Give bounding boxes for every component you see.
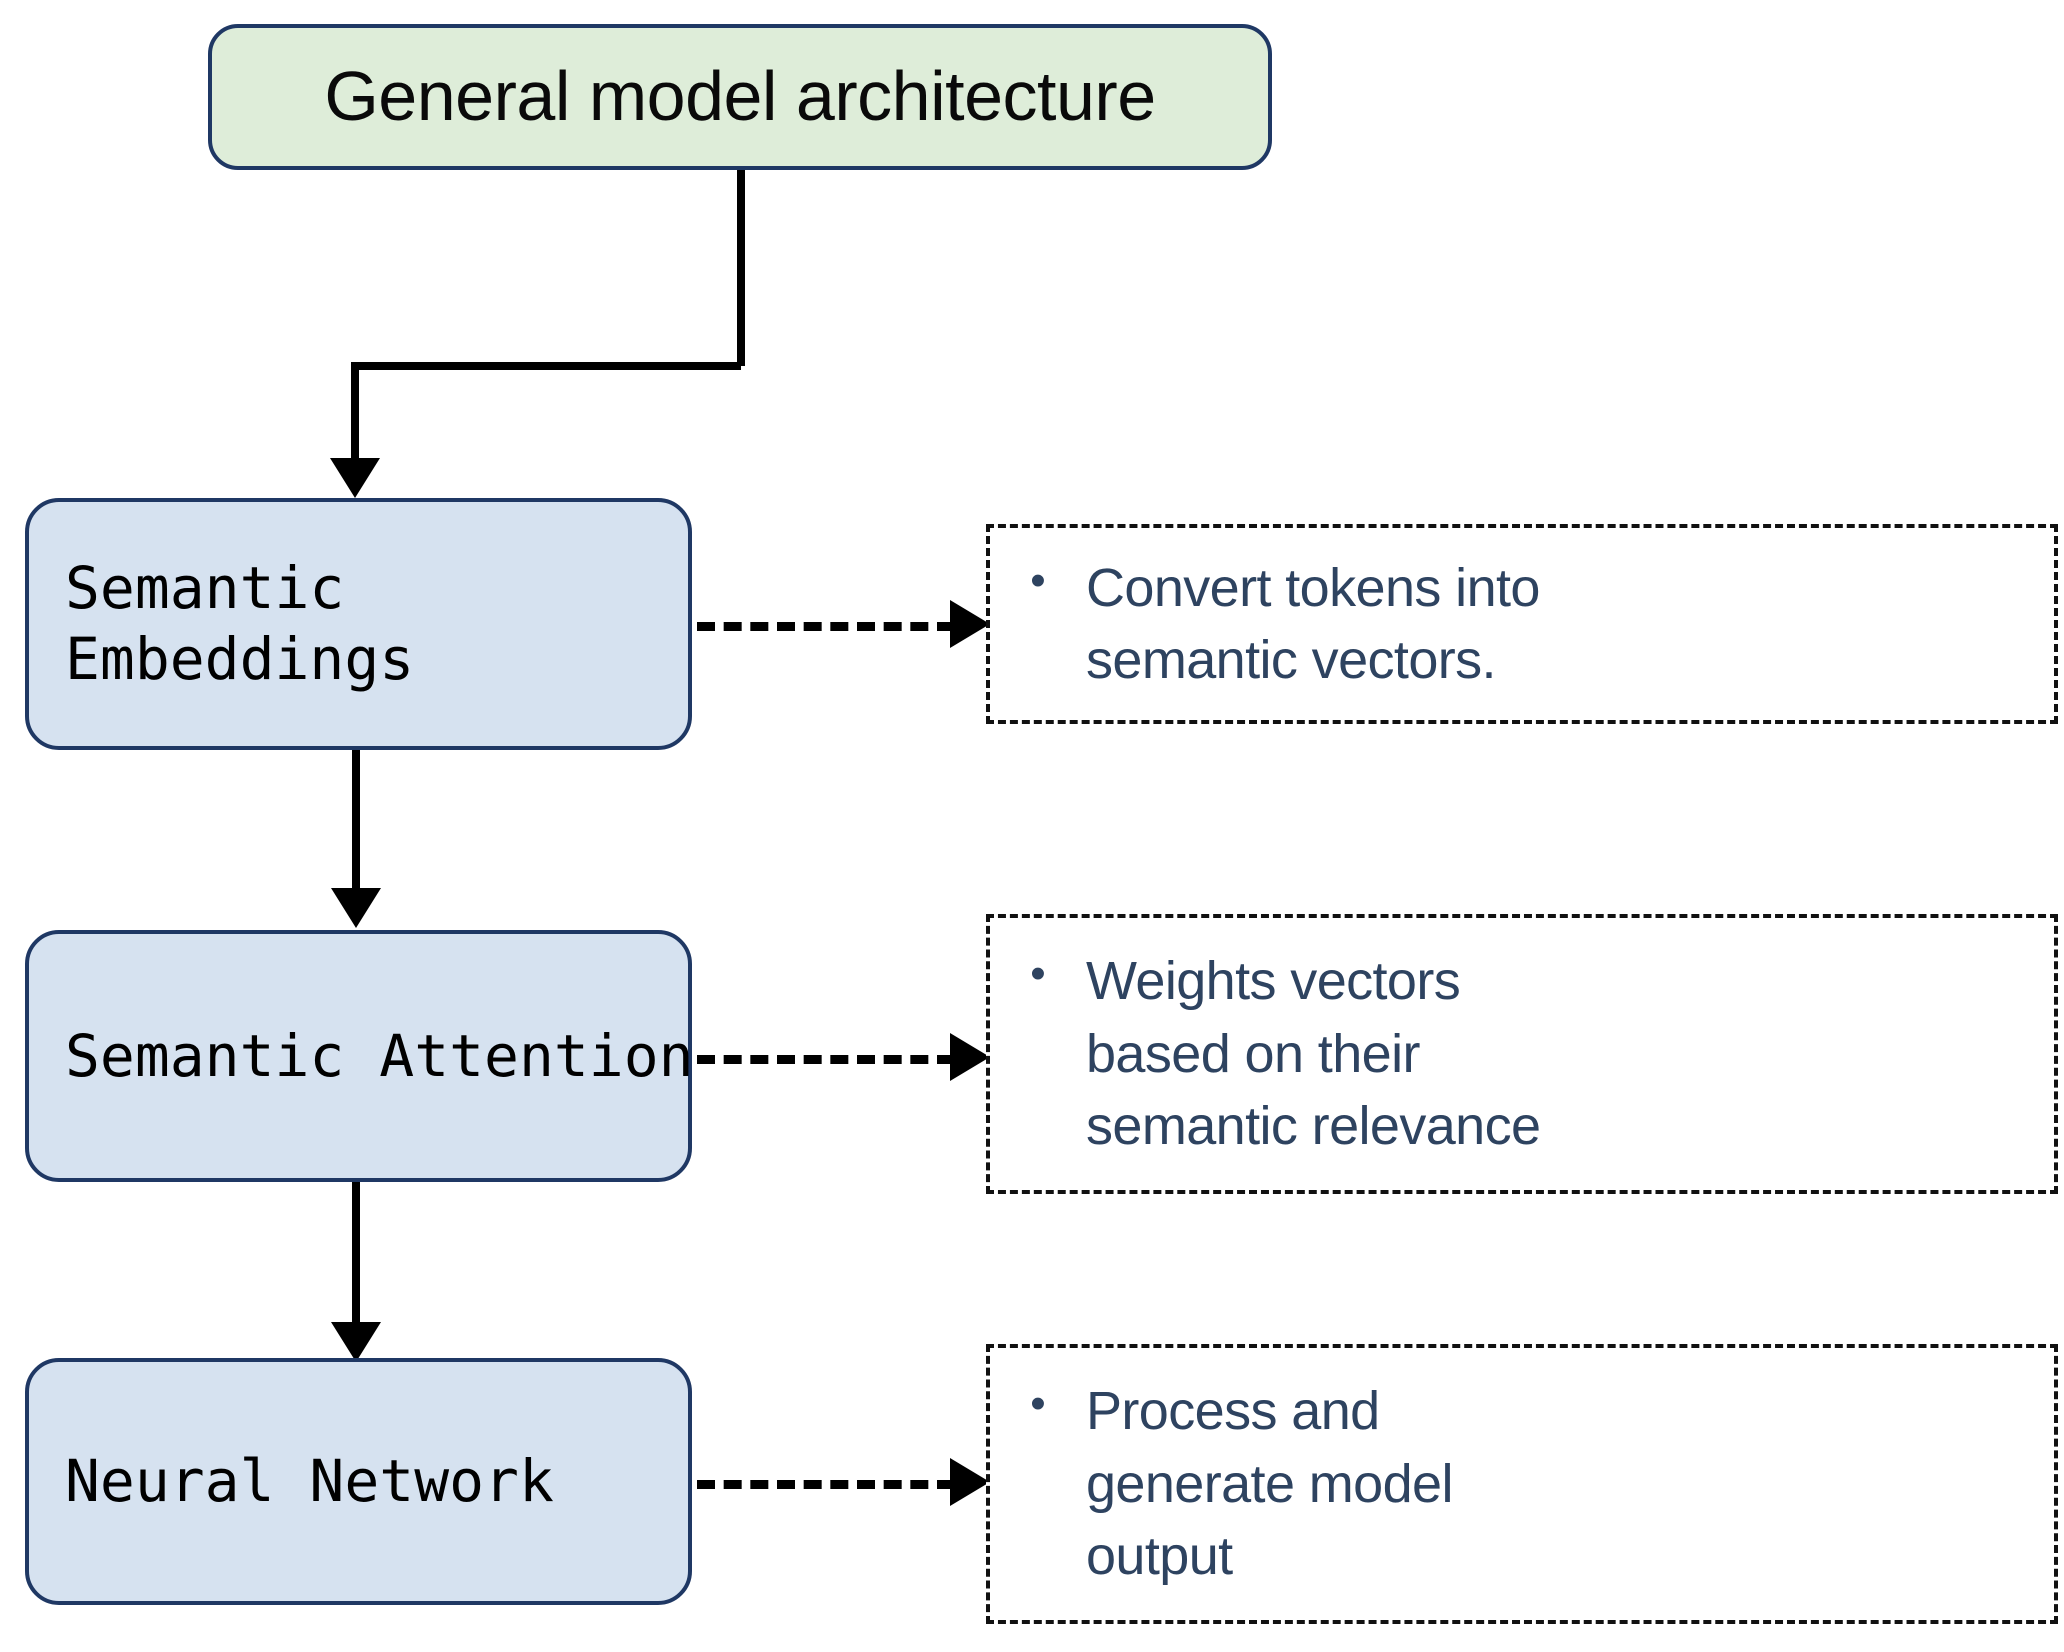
arrowhead-attention-to-network: [331, 1322, 381, 1362]
arrowhead-title-to-embeddings: [330, 458, 380, 498]
node-label-general-model-architecture: General model architecture: [324, 57, 1156, 136]
bullet-icon: •: [1030, 949, 1046, 999]
node-label-semantic-attention: Semantic Attention: [65, 1021, 694, 1090]
arrowhead-embeddings-to-callout: [950, 600, 990, 648]
node-semantic-embeddings[interactable]: Semantic Embeddings: [25, 498, 692, 750]
connector-attention-to-network: [352, 1182, 360, 1328]
callout-text-attention: Weights vectors based on their semantic …: [1086, 951, 1541, 1157]
arrowhead-embeddings-to-attention: [331, 888, 381, 928]
connector-title-vertical-right: [737, 170, 745, 366]
list-item: • Process and generate model output: [990, 1375, 2054, 1592]
connector-title-vertical-left: [351, 362, 359, 460]
callout-text-embeddings: Convert tokens into semantic vectors.: [1086, 557, 1540, 690]
connector-dashed-network-to-callout: [697, 1480, 955, 1489]
callout-semantic-attention: • Weights vectors based on their semanti…: [986, 914, 2058, 1194]
node-neural-network[interactable]: Neural Network: [25, 1358, 692, 1605]
list-item: • Weights vectors based on their semanti…: [990, 945, 2054, 1162]
node-general-model-architecture[interactable]: General model architecture: [208, 24, 1272, 170]
arrowhead-attention-to-callout: [950, 1033, 990, 1081]
arrowhead-network-to-callout: [950, 1458, 990, 1506]
callout-list-network: • Process and generate model output: [990, 1375, 2054, 1592]
bullet-icon: •: [1030, 555, 1046, 605]
callout-list-embeddings: • Convert tokens into semantic vectors.: [990, 552, 2054, 697]
callout-neural-network: • Process and generate model output: [986, 1344, 2058, 1624]
bullet-icon: •: [1030, 1379, 1046, 1429]
node-label-semantic-embeddings: Semantic Embeddings: [65, 554, 415, 693]
callout-list-attention: • Weights vectors based on their semanti…: [990, 945, 2054, 1162]
node-semantic-attention[interactable]: Semantic Attention: [25, 930, 694, 1182]
connector-dashed-embeddings-to-callout: [697, 622, 955, 631]
list-item: • Convert tokens into semantic vectors.: [990, 552, 2054, 697]
callout-text-network: Process and generate model output: [1086, 1381, 1453, 1587]
callout-semantic-embeddings: • Convert tokens into semantic vectors.: [986, 524, 2058, 724]
node-label-neural-network: Neural Network: [65, 1447, 554, 1516]
connector-dashed-attention-to-callout: [697, 1055, 955, 1064]
connector-title-horizontal: [351, 362, 741, 370]
connector-embeddings-to-attention: [352, 750, 360, 892]
